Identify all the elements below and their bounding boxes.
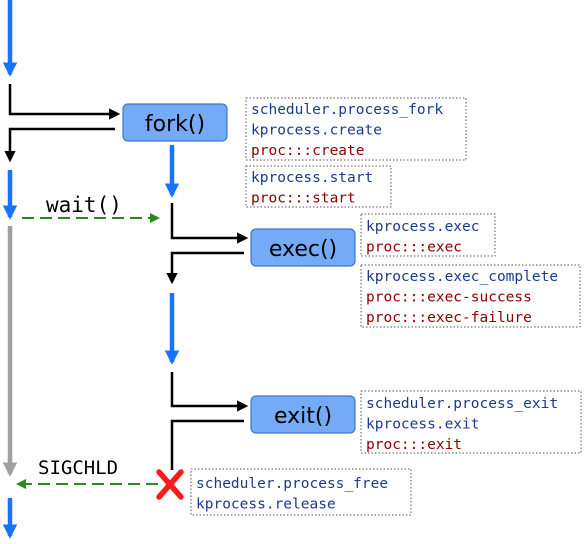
fork-label: fork() [145, 112, 205, 137]
probe-exec-complete-0: kprocess.exec_complete [366, 269, 558, 285]
fork-node: fork() [122, 103, 228, 142]
probe-fork-1: kprocess.create [251, 123, 382, 139]
exit-return-connector [170, 419, 244, 470]
probe-exec-0: kprocess.exec [366, 219, 480, 235]
exec-return-connector [166, 251, 244, 285]
probe-exit-1: kprocess.exit [366, 417, 480, 433]
exec-call-connector [170, 203, 249, 244]
free-probes-box: scheduler.process_free kprocess.release [190, 468, 412, 516]
exit-node: exit() [250, 395, 356, 434]
termination-cross-icon [156, 469, 184, 500]
probe-fork-2: proc:::create [251, 143, 365, 159]
exec-complete-probes-box: kprocess.exec_completeproc:::exec-succes… [360, 264, 581, 328]
probe-free-0: scheduler.process_free [196, 476, 388, 492]
exec-label: exec() [269, 237, 337, 262]
probe-start-1: proc:::start [251, 191, 356, 207]
probe-fork-0: scheduler.process_fork [251, 102, 443, 118]
probe-exec-complete-2: proc:::exec-failure [366, 310, 532, 326]
fork-call-connector [8, 84, 121, 120]
probe-exec-1: proc:::exec [366, 240, 462, 256]
probe-exit-0: scheduler.process_exit [366, 396, 558, 412]
fork-probes-box: scheduler.process_fork kprocess.create pro… [245, 97, 467, 161]
sigchld-label: SIGCHLD [38, 457, 118, 479]
exit-call-connector [170, 372, 249, 412]
exit-probes-box: scheduler.process_exit kprocess.exit proc:… [360, 390, 582, 454]
probe-exit-2: proc:::exit [366, 437, 462, 453]
wait-label: wait() [46, 193, 122, 217]
probe-exec-complete-1: proc:::exec-success [366, 290, 532, 306]
probe-free-1: kprocess.release [196, 497, 336, 513]
exec-node: exec() [250, 228, 356, 267]
exit-label: exit() [274, 404, 332, 429]
probe-start-0: kprocess.start [251, 170, 373, 186]
fork-return-connector [4, 127, 115, 163]
